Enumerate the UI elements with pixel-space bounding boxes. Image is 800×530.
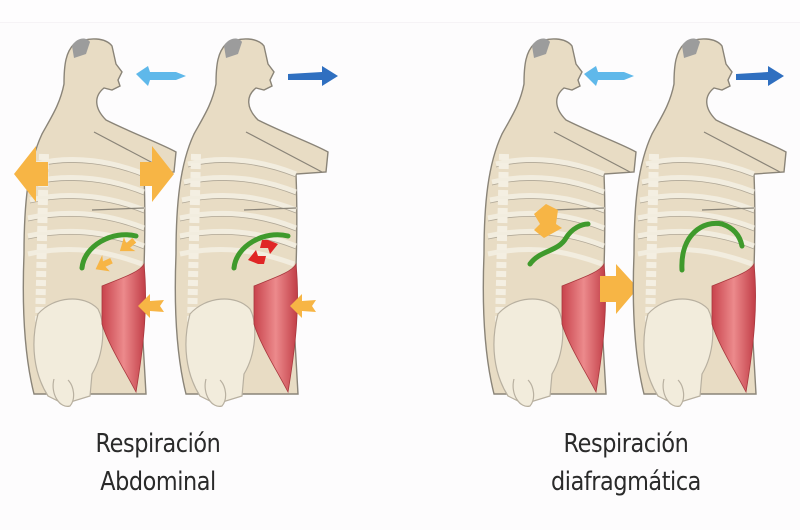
caption-line: Abdominal (100, 467, 216, 497)
caption-line: Respiración (563, 429, 689, 459)
caption-line: diafragmática (551, 467, 701, 497)
caption-diaphragmatic: Respiración diafragmática (523, 425, 729, 501)
diaphragmatic-exhale-air-arrow (736, 66, 784, 86)
abdominal-exhale-figure (175, 39, 328, 407)
diaphragmatic-inhale-air-arrow (584, 66, 634, 86)
caption-line: Respiración (95, 429, 221, 459)
diaphragmatic-exhale-figure (633, 39, 786, 407)
abdominal-exhale-air-arrow (288, 66, 338, 86)
diaphragmatic-inhale-figure (483, 39, 636, 407)
abdominal-inhale-air-arrow (136, 66, 186, 86)
top-band (0, 0, 800, 23)
abdominal-inhale-figure (14, 39, 176, 407)
caption-abdominal: Respiración Abdominal (72, 425, 244, 501)
diaphragmatic-abdomen-out-arrow (600, 264, 638, 314)
